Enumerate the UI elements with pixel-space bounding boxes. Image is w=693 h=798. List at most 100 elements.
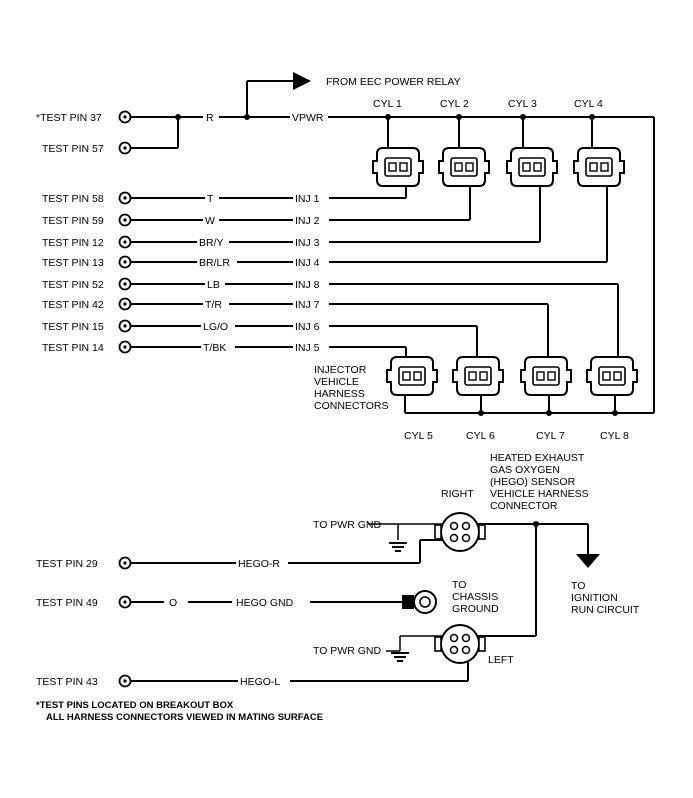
cyl5-connector (386, 356, 438, 396)
test-pin-57-terminal (118, 141, 132, 155)
cyl1-label: CYL 1 (373, 98, 402, 110)
test-pin-52-label: TEST PIN 52 (42, 279, 104, 291)
right-label: RIGHT (441, 488, 474, 500)
wire-inj3-label: INJ 3 (295, 237, 320, 249)
hego-caption-line: CONNECTOR (490, 500, 558, 512)
wire-w-label: W (205, 215, 215, 227)
chassis-caption-line: TO (452, 579, 466, 591)
wire-inj2-label: INJ 2 (295, 215, 320, 227)
test-pin-58-terminal (118, 191, 132, 205)
wire-lb-label: LB (207, 279, 220, 291)
cyl6-connector (452, 356, 504, 396)
test-pin-57-label: TEST PIN 57 (42, 143, 104, 155)
cyl7-label: CYL 7 (536, 430, 565, 442)
hego-wiring (131, 521, 600, 682)
footnote-line: *TEST PINS LOCATED ON BREAKOUT BOX (36, 700, 234, 711)
from-relay-label: FROM EEC POWER RELAY (326, 76, 461, 88)
test-pin-49-terminal (118, 595, 132, 609)
left-hego-connector (434, 624, 486, 664)
ignition-caption: TO IGNITION RUN CIRCUIT (571, 580, 640, 616)
ignition-caption-line: RUN CIRCUIT (571, 604, 640, 616)
cyl4-label: CYL 4 (574, 98, 603, 110)
hego-caption-line: VEHICLE HARNESS (490, 488, 589, 500)
hego-caption-line: (HEGO) SENSOR (490, 476, 576, 488)
test-pin-29-terminal (118, 556, 132, 570)
test-pin-42-label: TEST PIN 42 (42, 299, 104, 311)
wire-inj1-label: INJ 1 (295, 193, 320, 205)
test-pin-59-terminal (118, 213, 132, 227)
footnote-line: ALL HARNESS CONNECTORS VIEWED IN MATING … (46, 712, 323, 723)
test-pin-29-label: TEST PIN 29 (36, 558, 98, 570)
test-pin-13-terminal (118, 255, 132, 269)
hego-caption: HEATED EXHAUST GAS OXYGEN (HEGO) SENSOR … (490, 452, 589, 512)
cyl3-connector (506, 147, 558, 187)
wire-hegor-label: HEGO-R (238, 558, 280, 570)
wire-vpwr-label: VPWR (292, 112, 324, 124)
test-pin-52-terminal (118, 277, 132, 291)
test-pin-14-terminal (118, 340, 132, 354)
hego-caption-line: GAS OXYGEN (490, 464, 560, 476)
test-pin-12-terminal (118, 235, 132, 249)
right-hego-connector (434, 512, 486, 552)
wire-hegognd-label: HEGO GND (236, 597, 294, 609)
wire-bry-label: BR/Y (199, 237, 224, 249)
chassis-ground-lug-icon (402, 590, 437, 614)
test-pin-59-label: TEST PIN 59 (42, 215, 104, 227)
ignition-caption-line: TO (571, 580, 585, 592)
chassis-caption-line: CHASSIS (452, 591, 498, 603)
cyl8-label: CYL 8 (600, 430, 629, 442)
wire-tbk-label: T/BK (203, 342, 226, 354)
wire-r-label: R (206, 112, 214, 124)
chassis-caption-line: GROUND (452, 603, 499, 615)
wire-t-label: T (207, 193, 214, 205)
ignition-arrow-icon (576, 554, 600, 568)
pwr-gnd-right-label: TO PWR GND (313, 519, 381, 531)
test-pin-43-label: TEST PIN 43 (36, 676, 98, 688)
left-ground-icon (390, 652, 410, 662)
injector-caption-line: HARNESS (314, 388, 365, 400)
cyl8-connector (586, 356, 638, 396)
test-pin-15-terminal (118, 319, 132, 333)
wire-inj8-label: INJ 8 (295, 279, 320, 291)
wire-brlr-label: BR/LR (199, 257, 230, 269)
cyl1-connector (372, 147, 424, 187)
wire-tr-label: T/R (205, 299, 222, 311)
test-pin-37-label: *TEST PIN 37 (36, 112, 102, 124)
injector-caption-line: INJECTOR (314, 364, 367, 376)
cyl4-connector (573, 147, 625, 187)
test-pin-13-label: TEST PIN 13 (42, 257, 104, 269)
test-pin-14-label: TEST PIN 14 (42, 342, 104, 354)
test-pin-12-label: TEST PIN 12 (42, 237, 104, 249)
hego-caption-line: HEATED EXHAUST (490, 452, 585, 464)
cyl2-label: CYL 2 (440, 98, 469, 110)
relay-arrow-icon (293, 72, 311, 90)
wire-inj7-label: INJ 7 (295, 299, 320, 311)
wire-labels: R VPWR T INJ 1 W INJ 2 BR/Y INJ 3 BR/LR … (197, 110, 329, 354)
wire-hegol-label: HEGO-L (240, 676, 280, 688)
wire-inj6-label: INJ 6 (295, 321, 320, 333)
wire-inj4-label: INJ 4 (295, 257, 320, 269)
pwr-gnd-left-label: TO PWR GND (313, 645, 381, 657)
right-ground-icon (388, 542, 408, 552)
injector-caption-line: CONNECTORS (314, 400, 388, 412)
cyl7-connector (520, 356, 572, 396)
test-pin-42-terminal (118, 297, 132, 311)
injector-connectors-caption: INJECTOR VEHICLE HARNESS CONNECTORS (314, 364, 388, 412)
cyl2-connector (438, 147, 490, 187)
chassis-ground-caption: TO CHASSIS GROUND (452, 579, 499, 615)
cyl3-label: CYL 3 (508, 98, 537, 110)
test-pin-37-terminal (118, 110, 132, 124)
wire-lgo-label: LG/O (203, 321, 228, 333)
test-pin-43-terminal (118, 674, 132, 688)
wire-inj5-label: INJ 5 (295, 342, 320, 354)
cyl5-label: CYL 5 (404, 430, 433, 442)
test-pin-15-label: TEST PIN 15 (42, 321, 104, 333)
ignition-caption-line: IGNITION (571, 592, 618, 604)
injector-caption-line: VEHICLE (314, 376, 359, 388)
wire-o-label: O (169, 597, 177, 609)
cyl6-label: CYL 6 (466, 430, 495, 442)
footnote: *TEST PINS LOCATED ON BREAKOUT BOX ALL H… (36, 700, 323, 723)
left-label: LEFT (488, 654, 514, 666)
test-pin-58-label: TEST PIN 58 (42, 193, 104, 205)
